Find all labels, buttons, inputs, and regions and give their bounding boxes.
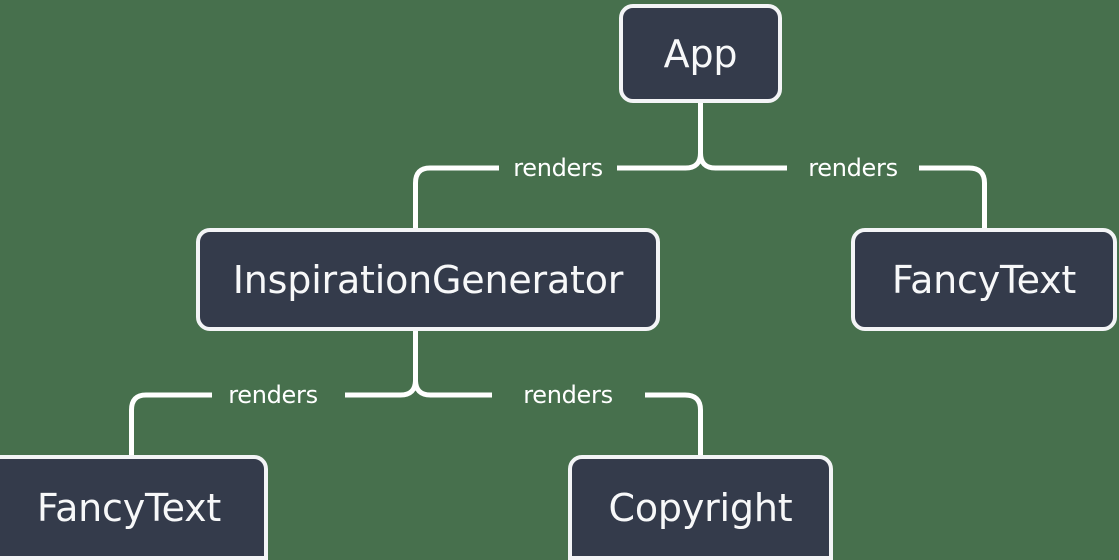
edge-label-app-to-fancy-text: renders: [808, 154, 898, 182]
edge-app-to-inspgen-left-b: [413, 165, 499, 228]
edge-inspgen-to-copyright-right-a: [413, 379, 492, 398]
edge-app-to-fancy-right-a: [698, 152, 787, 171]
node-fancy-text-right-label: FancyText: [891, 257, 1077, 302]
edge-inspgen-to-fancy-left-b: [129, 392, 212, 455]
edge-label-app-to-inspiration-generator: renders: [513, 154, 603, 182]
edge-label-inspiration-generator-to-fancy-text: renders: [228, 381, 318, 409]
edge-app-to-inspgen-left-a: [617, 152, 703, 171]
edge-label-inspiration-generator-to-copyright: renders: [523, 381, 613, 409]
node-fancy-text-right[interactable]: FancyText: [851, 228, 1117, 331]
node-fancy-text-bottom-left-label: FancyText: [36, 485, 222, 530]
node-inspiration-generator-label: InspirationGenerator: [232, 257, 624, 302]
edge-inspgen-to-copyright-right-b: [645, 392, 703, 455]
node-app-label: App: [663, 31, 738, 76]
node-copyright[interactable]: Copyright: [568, 455, 833, 560]
edge-app-to-fancy-right-b: [919, 165, 987, 228]
node-copyright-label: Copyright: [608, 485, 793, 530]
node-inspiration-generator[interactable]: InspirationGenerator: [196, 228, 660, 331]
node-app[interactable]: App: [619, 4, 782, 103]
node-fancy-text-bottom-left[interactable]: FancyText: [0, 455, 268, 560]
edge-inspgen-to-fancy-left-a: [345, 379, 418, 398]
